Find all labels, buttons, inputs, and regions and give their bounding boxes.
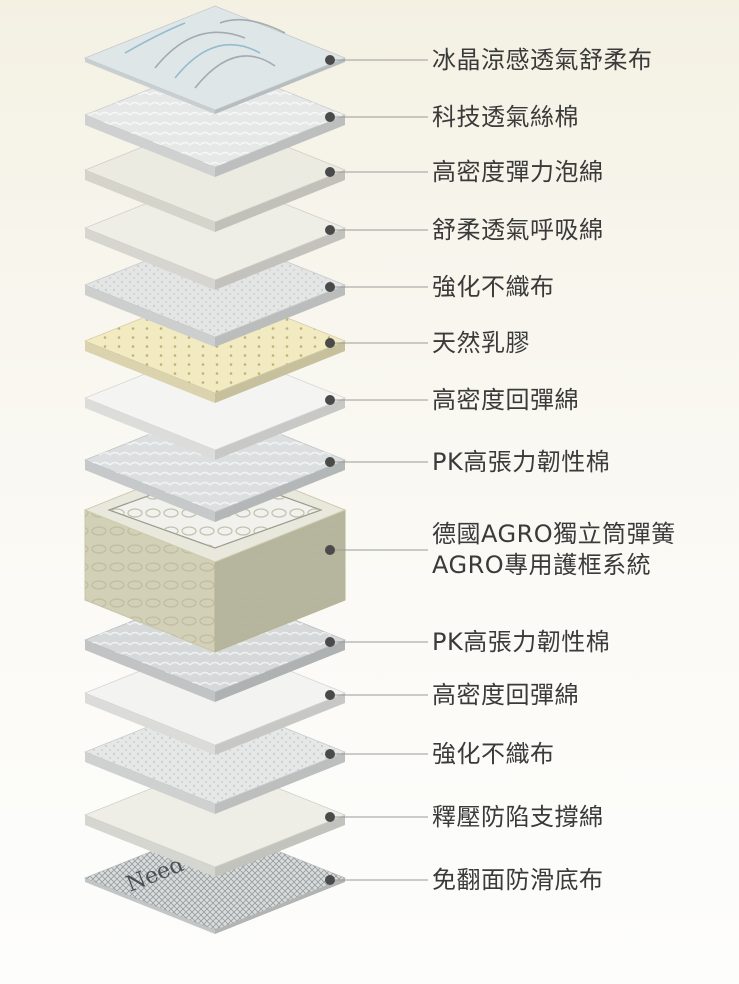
- layer-13: [83, 762, 347, 877]
- layer-1: [83, 5, 347, 114]
- layer-label-2: 科技透氣絲棉: [432, 103, 579, 131]
- layer-2: [83, 62, 347, 177]
- layer-label-14: 免翻面防滑底布: [432, 866, 604, 894]
- leader-dot: [325, 545, 335, 555]
- layer-right-edge: [215, 693, 345, 755]
- layer-label-12: 強化不織布: [432, 740, 555, 768]
- layer-right-edge: [215, 228, 345, 290]
- spring-coils-right: [215, 510, 345, 652]
- layer-left-edge: [85, 228, 215, 290]
- leader-dot: [325, 282, 335, 292]
- layer-left-edge: [85, 640, 215, 702]
- layer-label-1: 冰晶涼感透氣舒柔布: [432, 46, 653, 74]
- layer-left-edge: [85, 693, 215, 755]
- leader-dot: [325, 225, 335, 235]
- layer-label-3: 高密度彈力泡綿: [432, 158, 604, 186]
- layer-left-edge: [85, 285, 215, 347]
- layer-top-face: [83, 762, 347, 868]
- layer-left-edge: [85, 58, 215, 114]
- layer-right-edge: [215, 341, 345, 403]
- layer-right-edge: [215, 460, 345, 522]
- layer-right-edge: [215, 752, 345, 814]
- leader-dot: [325, 395, 335, 405]
- leader-dot: [325, 812, 335, 822]
- leader-dot: [325, 167, 335, 177]
- leader-dot: [325, 875, 335, 885]
- leader-dot: [325, 457, 335, 467]
- layer-left-edge: [85, 878, 215, 934]
- layer-label-8: PK高張力韌性棉: [432, 448, 611, 476]
- layer-left-edge: [85, 115, 215, 177]
- layer-texture: [85, 63, 345, 167]
- layer-right-edge: [215, 115, 345, 177]
- layer-left-edge: [85, 341, 215, 403]
- layer-right-edge: [215, 285, 345, 347]
- layer-label-11: 高密度回彈綿: [432, 681, 579, 709]
- layer-label-6: 天然乳膠: [432, 329, 530, 357]
- leaf-print: [124, 18, 286, 89]
- layer-label-4: 舒柔透氣呼吸綿: [432, 216, 604, 244]
- layer-left-edge: [85, 815, 215, 877]
- layer-14: Need: [83, 825, 347, 934]
- layer-right-edge: [215, 640, 345, 702]
- layer-left-edge: [85, 752, 215, 814]
- layer-texture: [85, 826, 345, 930]
- layer-label-7: 高密度回彈綿: [432, 386, 579, 414]
- layer-right-edge: [215, 58, 345, 114]
- layer-top-face: [83, 5, 347, 111]
- layer-left-edge: [85, 460, 215, 522]
- layer-label-10: PK高張力韌性棉: [432, 628, 611, 656]
- layer-right-edge: [215, 878, 345, 934]
- layer-label-5: 強化不織布: [432, 273, 555, 301]
- layer-right-edge: [215, 398, 345, 460]
- leader-dot: [325, 637, 335, 647]
- layer-left-edge: [85, 170, 215, 232]
- layer-label-9: 德國AGRO獨立筒彈簧 AGRO專用護框系統: [432, 520, 676, 579]
- leader-dot: [325, 690, 335, 700]
- layer-right-edge: [215, 815, 345, 877]
- leader-dot: [325, 112, 335, 122]
- leader-dot: [325, 338, 335, 348]
- layer-left-edge: [85, 398, 215, 460]
- spring-coils-left: [85, 510, 215, 652]
- leader-dot: [325, 749, 335, 759]
- leader-dot: [325, 55, 335, 65]
- layer-right-edge: [215, 170, 345, 232]
- layer-label-13: 釋壓防陷支撐綿: [432, 803, 604, 831]
